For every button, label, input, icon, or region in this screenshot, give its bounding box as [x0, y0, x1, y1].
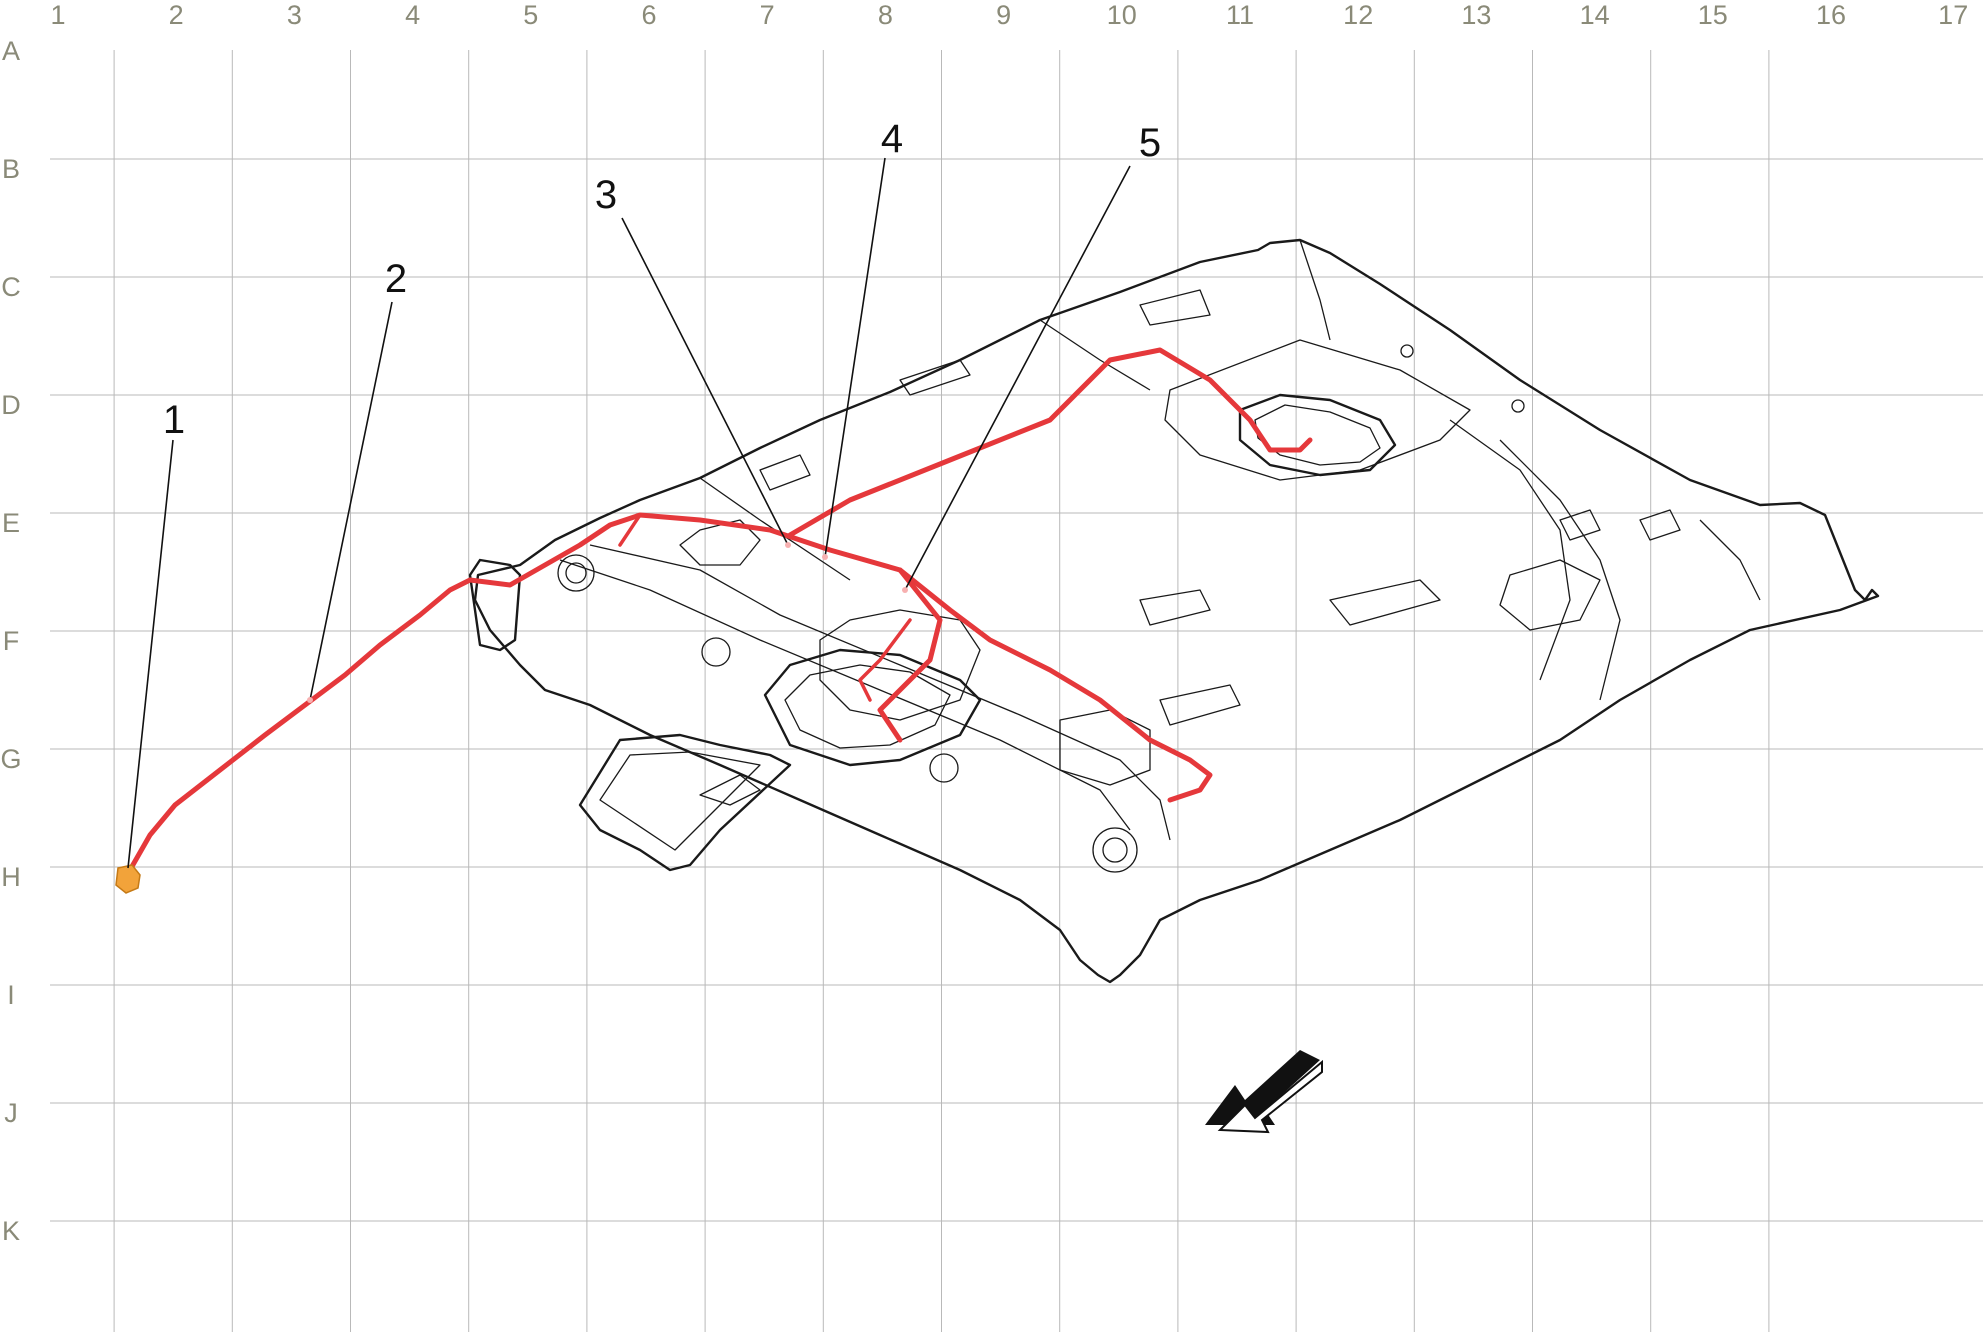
- callout-label-3: 3: [595, 173, 617, 217]
- leader-line-4: [824, 157, 886, 558]
- row-label: G: [0, 744, 21, 774]
- callout-label-4: 4: [881, 117, 903, 161]
- callout-labels: 1 2 3 4 5: [163, 117, 1161, 442]
- row-label: C: [1, 272, 21, 302]
- row-label: D: [1, 390, 21, 420]
- column-label: 1: [50, 0, 65, 30]
- column-label: 14: [1580, 0, 1610, 30]
- direction-arrow-icon: [1205, 1050, 1323, 1134]
- column-label: 13: [1461, 0, 1491, 30]
- column-label: 9: [996, 0, 1011, 30]
- row-label: K: [2, 1216, 20, 1246]
- column-label: 5: [523, 0, 538, 30]
- column-label: 12: [1343, 0, 1373, 30]
- wiring-harness: [127, 347, 1313, 873]
- column-label: 6: [641, 0, 656, 30]
- callout-label-5: 5: [1139, 121, 1161, 165]
- column-label: 7: [760, 0, 775, 30]
- column-label: 4: [405, 0, 420, 30]
- row-label: I: [7, 980, 15, 1010]
- row-label: F: [3, 626, 20, 656]
- callout-leaders: [127, 157, 1131, 869]
- callout-point-5: [902, 587, 908, 593]
- column-label: 10: [1107, 0, 1137, 30]
- column-label: 8: [878, 0, 893, 30]
- column-label: 17: [1938, 0, 1968, 30]
- callout-point-3: [785, 542, 791, 548]
- column-label: 3: [287, 0, 302, 30]
- column-label: 15: [1698, 0, 1728, 30]
- row-label: H: [1, 862, 21, 892]
- callout-label-1: 1: [163, 398, 185, 442]
- row-label: B: [2, 154, 20, 184]
- row-ruler: ABCDEFGHIJKL: [0, 36, 21, 1337]
- row-label: A: [2, 36, 20, 66]
- reference-grid: [50, 50, 1983, 1332]
- leader-line-1: [127, 439, 174, 869]
- row-label: E: [2, 508, 20, 538]
- callout-point-4: [822, 554, 828, 560]
- column-label: 16: [1816, 0, 1846, 30]
- column-label: 11: [1226, 0, 1254, 30]
- row-label: J: [4, 1098, 18, 1128]
- callout-point-2: [307, 697, 313, 703]
- leader-line-2: [309, 301, 393, 701]
- leader-line-3: [621, 217, 789, 546]
- connector-1: [115, 864, 141, 894]
- headliner-panel: [468, 238, 1880, 984]
- column-label: 2: [169, 0, 184, 30]
- callout-points: [307, 542, 908, 703]
- leader-line-5: [904, 165, 1131, 591]
- callout-label-2: 2: [385, 257, 407, 301]
